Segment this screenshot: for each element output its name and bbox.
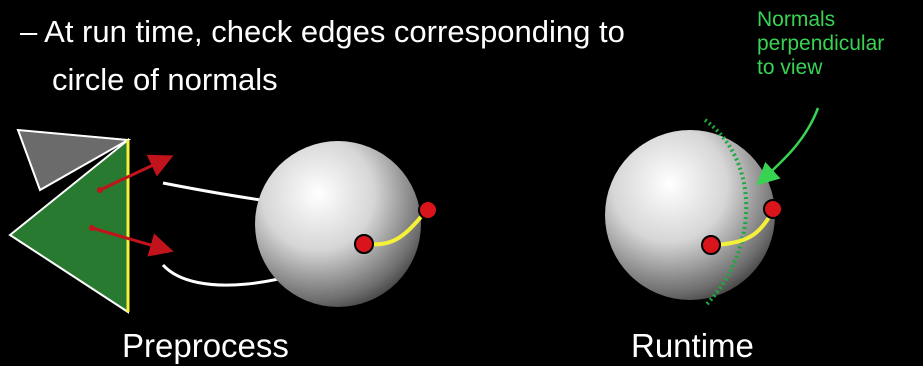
- gray-normal-base: [97, 187, 103, 193]
- annotation-line-3: to view: [757, 56, 823, 79]
- bullet-line-1: – At run time, check edges corresponding…: [20, 14, 625, 50]
- normal-arrows: [89, 154, 174, 257]
- normals-annotation: Normals perpendicular to view: [757, 8, 884, 80]
- green-normal-arrow: [91, 226, 174, 257]
- preprocess-sphere: [255, 141, 438, 307]
- normal-point-2: [354, 234, 374, 254]
- sphere: [255, 141, 421, 307]
- triangle-pair: [8, 128, 132, 314]
- bullet-dash: –: [20, 14, 38, 49]
- green-normal-base: [89, 225, 95, 231]
- annotation-line-2: perpendicular: [757, 32, 885, 55]
- perpendicular-circle: [703, 118, 749, 308]
- sphere: [605, 130, 775, 300]
- normal-point-1: [763, 199, 783, 219]
- normal-point-1: [418, 200, 438, 220]
- caption-preprocess: Preprocess: [122, 327, 289, 364]
- gray-normal-arrow: [99, 154, 174, 192]
- bullet-line-2: circle of normals: [52, 62, 278, 97]
- normal-point-2: [701, 235, 721, 255]
- runtime-sphere: [605, 118, 783, 308]
- annotation-arrow: [756, 107, 820, 186]
- annotation-line-1: Normals: [757, 8, 836, 31]
- gray-triangle: [16, 128, 132, 192]
- caption-runtime: Runtime: [631, 327, 754, 364]
- bullet-text-1: At run time, check edges corresponding t…: [44, 14, 625, 49]
